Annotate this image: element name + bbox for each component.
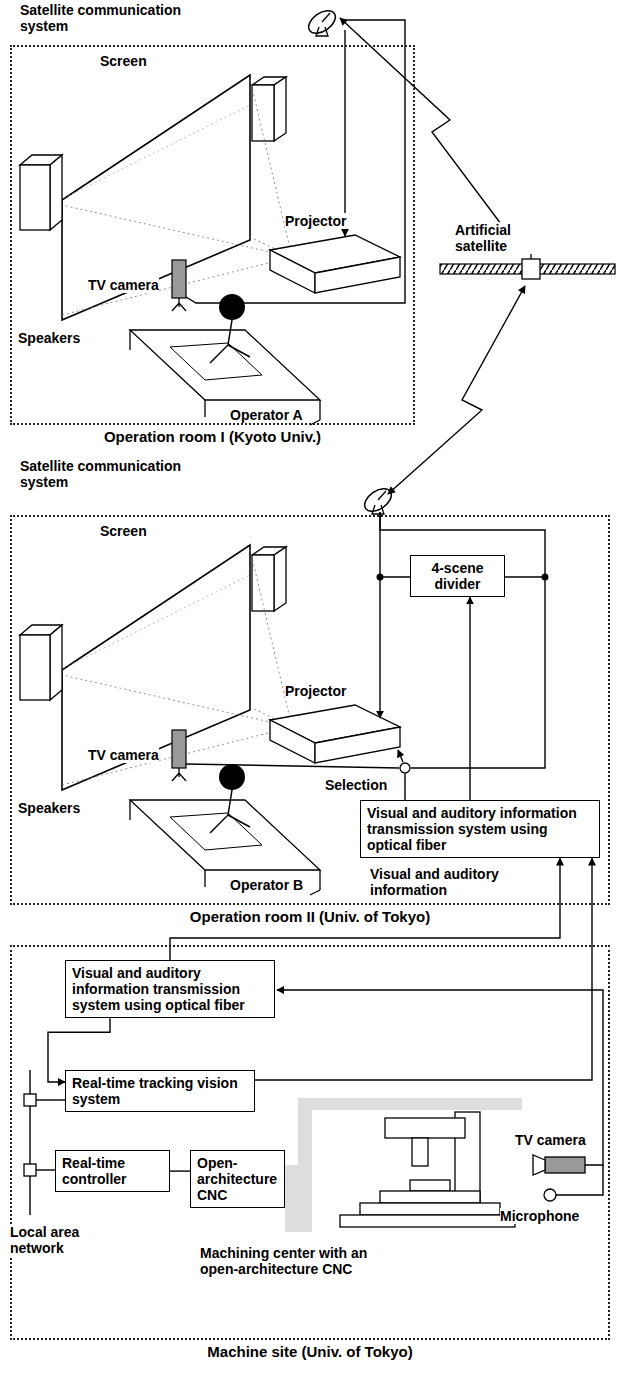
radio-link — [340, 18, 522, 252]
radio-link — [340, 18, 525, 494]
system-box: Visual and auditory information transmis… — [360, 800, 600, 858]
radio-link — [388, 286, 525, 494]
box-label: Visual and auditory information transmis… — [367, 805, 593, 853]
part-label: Screen — [100, 523, 147, 539]
part-label: Speakers — [18, 800, 80, 816]
system-box: Open-architecture CNC — [190, 1150, 285, 1208]
machining-center — [340, 1215, 515, 1227]
signal-wire — [277, 990, 603, 1165]
part-label: Machining center with an open-architectu… — [200, 1245, 400, 1277]
signal-wire — [380, 512, 410, 577]
part-label: Operator A — [230, 407, 303, 423]
part-label: Speakers — [18, 330, 80, 346]
signal-connector — [255, 858, 592, 1080]
signal-connector — [469, 597, 470, 800]
network-node — [24, 1164, 36, 1176]
signal-wire — [36, 1169, 55, 1170]
signal-wire — [186, 20, 405, 303]
network-node — [24, 1094, 36, 1176]
part-label: Microphone — [500, 1208, 579, 1224]
junction-dot — [542, 574, 549, 581]
machining-center — [412, 1138, 428, 1166]
satellite — [522, 259, 540, 279]
machining-center — [380, 1191, 480, 1203]
signal-wire — [404, 774, 405, 800]
signal-connector — [170, 1170, 190, 1171]
part-label: TV camera — [88, 747, 159, 763]
signal-wire — [186, 764, 399, 768]
part-label: Operator B — [230, 877, 303, 893]
box-label: Real-time tracking vision system — [72, 1075, 248, 1107]
machining-center — [360, 1203, 500, 1215]
part-label: Projector — [285, 213, 346, 229]
part-label: Satellite communication system — [20, 2, 220, 34]
satellite-dish — [305, 6, 340, 38]
signal-wire — [36, 1099, 65, 1100]
box-label: 4-scene divider — [417, 560, 498, 592]
part-label: Satellite communication system — [20, 458, 220, 490]
system-box: Visual and auditory information transmis… — [65, 960, 275, 1018]
microphone — [544, 1189, 556, 1201]
satellite-dish — [361, 484, 396, 516]
region-caption: Operation room I (Kyoto Univ.) — [12, 428, 413, 445]
tv-camera — [533, 1155, 585, 1175]
site-region: Operation room II (Univ. of Tokyo)4-scen… — [10, 515, 610, 905]
part-label: TV camera — [515, 1132, 586, 1148]
part-label: Screen — [100, 53, 147, 69]
box-label: Real-time controller — [62, 1155, 163, 1187]
box-label: Open-architecture CNC — [197, 1155, 278, 1203]
part-label: TV camera — [88, 277, 159, 293]
signal-wire — [379, 577, 380, 718]
signal-wire — [344, 30, 345, 236]
system-box: 4-scene divider — [410, 555, 505, 597]
microphone — [544, 1189, 556, 1201]
site-region: Operation room I (Kyoto Univ.) — [10, 45, 415, 425]
part-label: Projector — [285, 683, 346, 699]
room-illustration — [20, 545, 400, 895]
system-box: Real-time tracking vision system — [65, 1070, 255, 1112]
machining-center — [285, 1098, 522, 1232]
region-caption: Operation room II (Univ. of Tokyo) — [12, 908, 608, 925]
network-node — [24, 1094, 36, 1106]
tv-camera — [533, 1155, 545, 1175]
signal-wire — [505, 576, 545, 577]
part-label: Local area network — [10, 1224, 90, 1256]
box-label: Visual and auditory information transmis… — [72, 965, 268, 1013]
machining-center — [285, 1098, 522, 1232]
satellite — [440, 250, 615, 279]
machining-center — [410, 1180, 450, 1191]
signal-wire — [29, 1070, 30, 1215]
selection-switch — [400, 763, 410, 773]
signal-wire — [30, 20, 603, 1215]
part-label: Visual and auditory information — [370, 866, 530, 898]
tv-camera — [545, 1157, 585, 1173]
signal-wire — [411, 577, 545, 768]
part-label: Selection — [325, 777, 387, 793]
signal-wire — [398, 750, 403, 762]
part-label: Artificial satellite — [455, 222, 545, 254]
machining-center — [385, 1118, 465, 1138]
junction-dot — [377, 574, 384, 581]
region-caption: Machine site (Univ. of Tokyo) — [12, 1343, 608, 1360]
system-box: Real-time controller — [55, 1150, 170, 1192]
room-illustration — [20, 75, 400, 425]
